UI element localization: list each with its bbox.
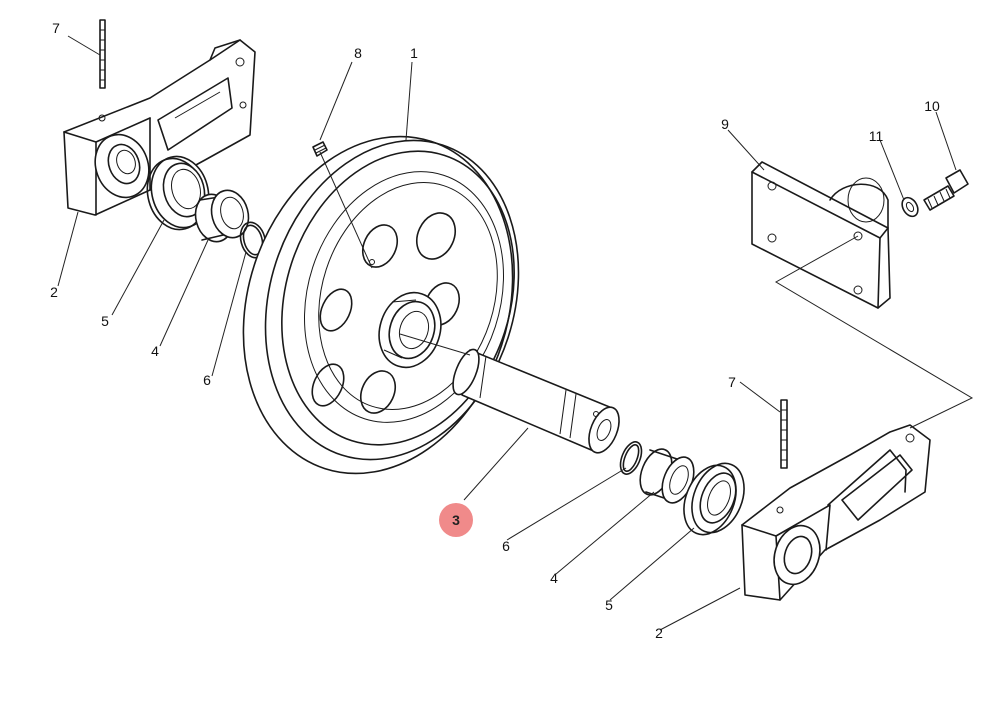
- label-part-11: 11: [868, 128, 884, 144]
- label-part-10: 10: [924, 98, 940, 114]
- leader-lines: [57, 35, 974, 631]
- right-o-ring: [619, 441, 643, 475]
- highlighted-part-3: 3: [439, 503, 473, 537]
- cover-plate: [751, 161, 891, 309]
- plug-bolt: [312, 141, 328, 157]
- hex-bolt: [923, 169, 969, 211]
- label-part-9: 9: [721, 116, 729, 132]
- label-part-2-left: 2: [50, 284, 58, 300]
- left-seal-ring: [146, 155, 210, 231]
- idler-wheel: [242, 135, 520, 475]
- right-bushing: [639, 448, 695, 504]
- left-pin: [99, 19, 106, 89]
- right-seal-ring: [683, 462, 745, 536]
- left-bracket: [63, 39, 256, 216]
- label-part-4-left: 4: [151, 343, 159, 359]
- left-bushing: [194, 189, 250, 243]
- label-part-8: 8: [354, 45, 362, 61]
- right-bracket: [741, 424, 931, 601]
- label-part-5-left: 5: [101, 313, 109, 329]
- right-pin: [780, 399, 788, 469]
- label-part-6-right: 6: [502, 538, 510, 554]
- label-part-5-right: 5: [605, 597, 613, 613]
- label-part-1: 1: [410, 45, 418, 61]
- washer: [901, 196, 919, 218]
- label-part-6-left: 6: [203, 372, 211, 388]
- shaft: [452, 348, 620, 454]
- label-part-2-right: 2: [655, 625, 663, 641]
- label-part-4-right: 4: [550, 570, 558, 586]
- label-part-7-right: 7: [728, 374, 736, 390]
- label-part-7-left: 7: [52, 20, 60, 36]
